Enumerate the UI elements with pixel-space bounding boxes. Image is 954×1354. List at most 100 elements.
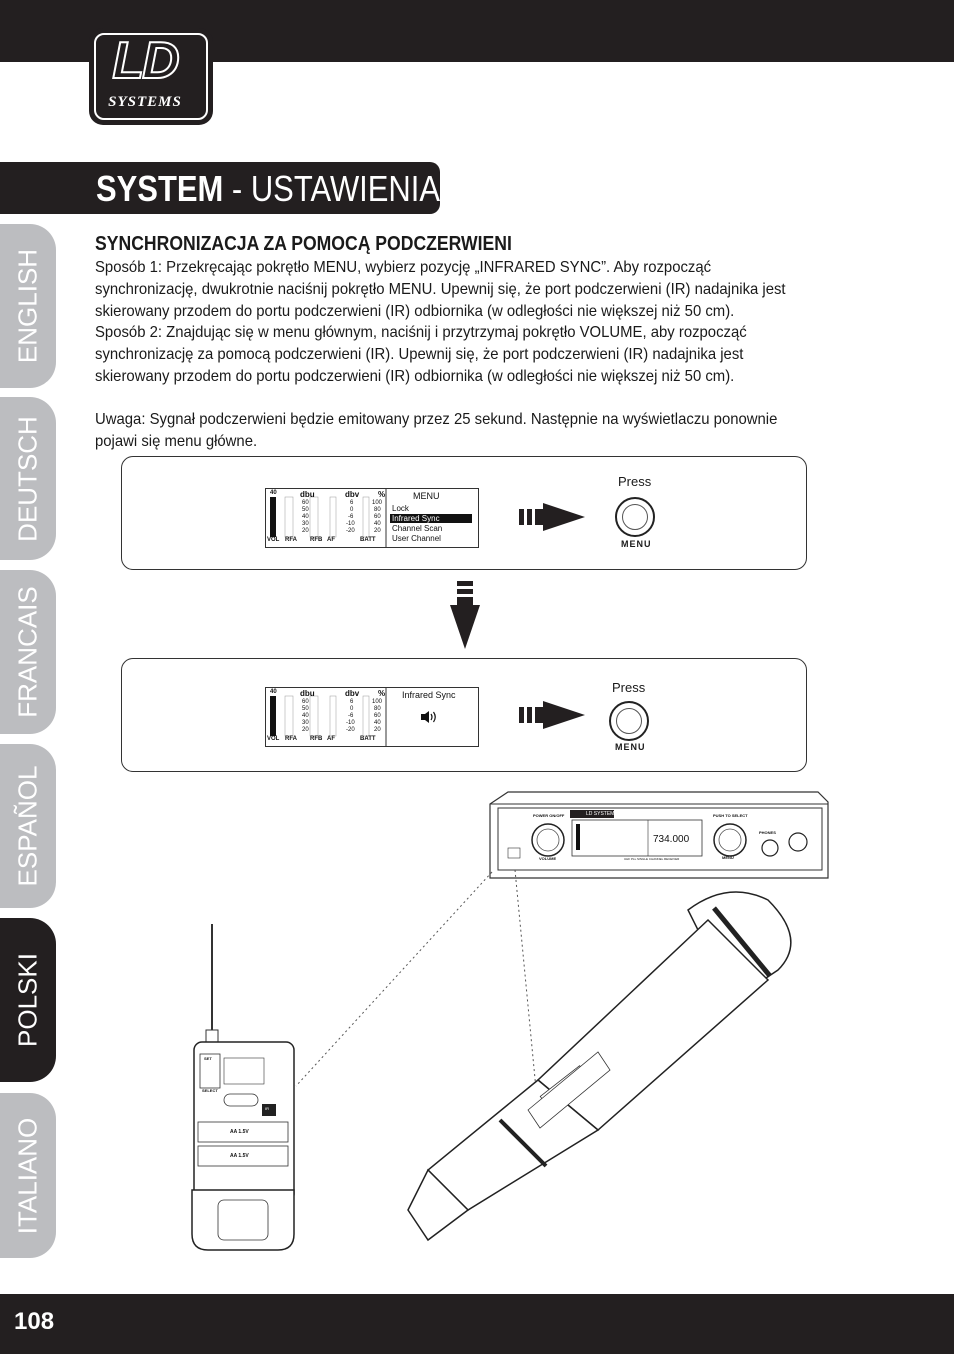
bodypack-battery2: AA 1.5V bbox=[230, 1153, 249, 1159]
lcd2-infrared-title: Infrared Sync bbox=[402, 690, 456, 700]
tab-polski[interactable]: POLSKI bbox=[0, 918, 56, 1082]
step1-menu-knob[interactable] bbox=[615, 497, 655, 537]
method2-text: Sposób 2: Znajdując się w menu głównym, … bbox=[95, 324, 747, 385]
lcd-dbu-40: 40 bbox=[302, 514, 309, 520]
title-bar bbox=[0, 162, 440, 214]
lcd-dbv-6: 6 bbox=[350, 500, 354, 506]
step2-arrow-right bbox=[519, 701, 585, 729]
lcd2-dbu-60: 60 bbox=[302, 699, 309, 705]
logo-border bbox=[94, 33, 208, 120]
tab-english-label: ENGLISH bbox=[12, 248, 43, 364]
section-heading: SYNCHRONIZACJA ZA POMOCĄ PODCZERWIENI bbox=[95, 233, 512, 255]
lcd2-dbv-m20: -20 bbox=[346, 727, 355, 733]
logo-main-text: LD bbox=[111, 31, 180, 91]
step1-knob-label: MENU bbox=[621, 539, 652, 549]
bodypack-battery1: AA 1.5V bbox=[230, 1129, 249, 1135]
lcd2-dbv-6: 6 bbox=[350, 699, 354, 705]
lcd-menu-item-user-channel: User Channel bbox=[392, 534, 441, 543]
receiver-model: UHF PLL SINGLE CHANNEL RECEIVER bbox=[624, 857, 680, 861]
tab-deutsch[interactable]: DEUTSCH bbox=[0, 397, 56, 560]
lcd-dbv-0: 0 bbox=[350, 507, 354, 513]
footer-bar bbox=[0, 1294, 954, 1354]
tab-francais-label: FRANCAIS bbox=[12, 586, 43, 718]
lcd-dbv-m10: -10 bbox=[346, 521, 355, 527]
receiver-phones-label: PHONES bbox=[759, 830, 776, 835]
step2-press-label: Press bbox=[612, 680, 646, 695]
lcd2-af: AF bbox=[327, 736, 335, 742]
lcd-vol-top: 40 bbox=[270, 490, 277, 496]
tab-espanol[interactable]: ESPAÑOL bbox=[0, 744, 56, 908]
logo-sub-text: SYSTEMS bbox=[108, 94, 182, 110]
lcd-menu-item-infrared-sync: Infrared Sync bbox=[390, 514, 472, 523]
lcd2-dbu-label: dbu bbox=[300, 689, 315, 698]
lcd-batt: BATT bbox=[360, 537, 376, 543]
lcd2-pct-20: 20 bbox=[374, 727, 381, 733]
lcd-pct-100: 100 bbox=[372, 500, 383, 506]
step1-lcd-meters bbox=[270, 489, 387, 547]
lcd2-dbv-m10: -10 bbox=[346, 720, 355, 726]
lcd-menu-title: MENU bbox=[413, 491, 440, 501]
lcd-dbu-60: 60 bbox=[302, 500, 309, 506]
receiver-menu-label: MENU bbox=[722, 855, 734, 860]
lcd-pct-60: 60 bbox=[374, 514, 381, 520]
bodypack-ir-label: IR bbox=[265, 1106, 269, 1111]
receiver-power-label: POWER ON/OFF bbox=[533, 813, 565, 818]
lcd-dbu-30: 30 bbox=[302, 521, 309, 527]
step2-menu-knob[interactable] bbox=[609, 701, 649, 741]
lcd2-pct-label: % bbox=[378, 689, 386, 698]
receiver-push-label: PUSH TO SELECT bbox=[713, 813, 748, 818]
infrared-signal-icon bbox=[421, 711, 436, 723]
lcd-vol: VOL bbox=[267, 537, 280, 543]
lcd2-dbv-0: 0 bbox=[350, 706, 354, 712]
lcd-menu-item-channel-scan: Channel Scan bbox=[392, 524, 443, 533]
lcd2-pct-80: 80 bbox=[374, 706, 381, 712]
lcd-pct-40: 40 bbox=[374, 521, 381, 527]
step2-lcd-meters bbox=[270, 688, 387, 746]
lcd2-vol-top: 40 bbox=[270, 689, 277, 695]
lcd2-rfa: RFA bbox=[285, 736, 297, 742]
tab-italiano[interactable]: ITALIANO bbox=[0, 1093, 56, 1258]
tab-english[interactable]: ENGLISH bbox=[0, 224, 56, 388]
step2-knob-label: MENU bbox=[615, 742, 646, 752]
lcd2-pct-100: 100 bbox=[372, 699, 383, 705]
lcd-dbu-label: dbu bbox=[300, 490, 315, 499]
lcd2-pct-60: 60 bbox=[374, 713, 381, 719]
lcd2-dbu-50: 50 bbox=[302, 706, 309, 712]
step1-press-label: Press bbox=[618, 474, 652, 489]
lcd-rfb: RFB bbox=[310, 537, 323, 543]
lcd-dbv-m20: -20 bbox=[346, 528, 355, 534]
lcd2-dbv-m6: -6 bbox=[348, 713, 354, 719]
lcd2-vol: VOL bbox=[267, 736, 280, 742]
ld-systems-logo: LD SYSTEMS bbox=[89, 28, 213, 125]
tab-deutsch-label: DEUTSCH bbox=[12, 415, 43, 542]
lcd-menu-item-lock: Lock bbox=[392, 504, 409, 513]
lcd-dbu-20: 20 bbox=[302, 528, 309, 534]
step1-lcd: 40 dbu 60 50 40 30 20 dbv 6 0 -6 -10 -20… bbox=[265, 488, 479, 548]
tab-italiano-label: ITALIANO bbox=[12, 1117, 43, 1234]
lcd-rfa: RFA bbox=[285, 537, 297, 543]
lcd-pct-label: % bbox=[378, 490, 386, 499]
lcd2-dbv-label: dbv bbox=[345, 689, 360, 698]
receiver-frequency: 734.000 bbox=[653, 834, 690, 845]
page-number: 108 bbox=[14, 1308, 55, 1335]
lcd-af: AF bbox=[327, 537, 335, 543]
page-title-rest: - USTAWIENIA: bbox=[223, 168, 449, 209]
lcd2-dbu-30: 30 bbox=[302, 720, 309, 726]
lcd-dbv-m6: -6 bbox=[348, 514, 354, 520]
lcd-dbv-label: dbv bbox=[345, 490, 360, 499]
receiver-unit bbox=[489, 791, 829, 879]
lcd-pct-80: 80 bbox=[374, 507, 381, 513]
bodypack-set-label: SET bbox=[204, 1056, 212, 1061]
method1-text: Sposób 1: Przekręcając pokrętło MENU, wy… bbox=[95, 259, 786, 320]
note-text: Uwaga: Sygnał podczerwieni będzie emitow… bbox=[95, 411, 778, 450]
lcd2-rfb: RFB bbox=[310, 736, 323, 742]
step1-arrow-right bbox=[519, 503, 585, 531]
bodypack-transmitter bbox=[191, 924, 295, 1251]
tab-francais[interactable]: FRANCAIS bbox=[0, 570, 56, 734]
lcd2-dbu-20: 20 bbox=[302, 727, 309, 733]
page-title: SYSTEM - USTAWIENIA: bbox=[96, 168, 449, 210]
lcd-pct-20: 20 bbox=[374, 528, 381, 534]
handheld-microphone bbox=[407, 891, 792, 1242]
receiver-volume-label: VOLUME bbox=[539, 856, 557, 861]
receiver-brand: LD SYSTEMS bbox=[586, 811, 618, 817]
